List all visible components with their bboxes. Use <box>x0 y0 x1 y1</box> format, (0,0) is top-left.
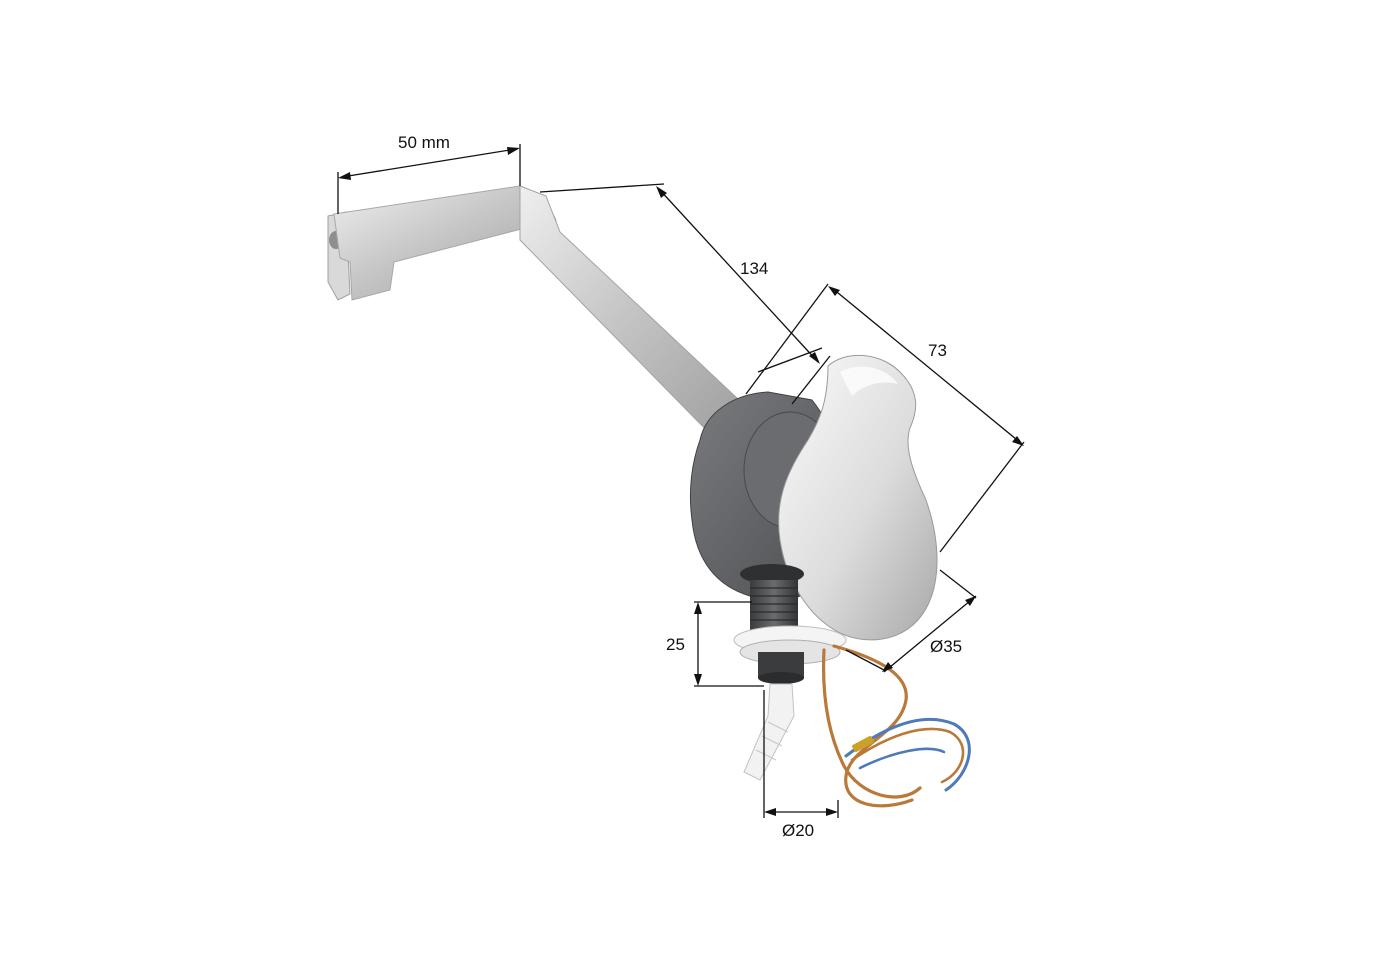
dimension-lines: 50 mm 134 73 Ø35 <box>337 133 1025 840</box>
lock-nut-bottom <box>758 672 804 684</box>
label-hose-diameter: Ø20 <box>782 821 814 840</box>
wire-terminal <box>852 736 874 752</box>
electric-wires <box>821 644 971 808</box>
label-body-diameter: Ø35 <box>930 637 962 656</box>
dimension-body-diameter: Ø35 <box>845 569 977 673</box>
thread-grooves <box>750 587 798 621</box>
label-thread-height: 25 <box>666 635 685 654</box>
hose-barbs <box>755 721 789 761</box>
label-spout-end-width: 50 mm <box>398 133 450 152</box>
dimension-hose-diameter: Ø20 <box>763 690 839 840</box>
spout-tube <box>519 185 755 441</box>
mounting-nut-top <box>740 564 804 584</box>
label-handle-length: 73 <box>928 341 947 360</box>
dimension-spout-end-width: 50 mm <box>337 133 521 214</box>
handle-lever <box>778 354 938 641</box>
label-spout-length: 134 <box>740 259 768 278</box>
handle-highlight <box>840 366 898 396</box>
dimension-handle-length: 73 <box>745 283 1025 553</box>
hose-connector <box>743 683 795 781</box>
dimension-thread-height: 25 <box>666 601 764 687</box>
faucet-illustration <box>327 185 971 808</box>
